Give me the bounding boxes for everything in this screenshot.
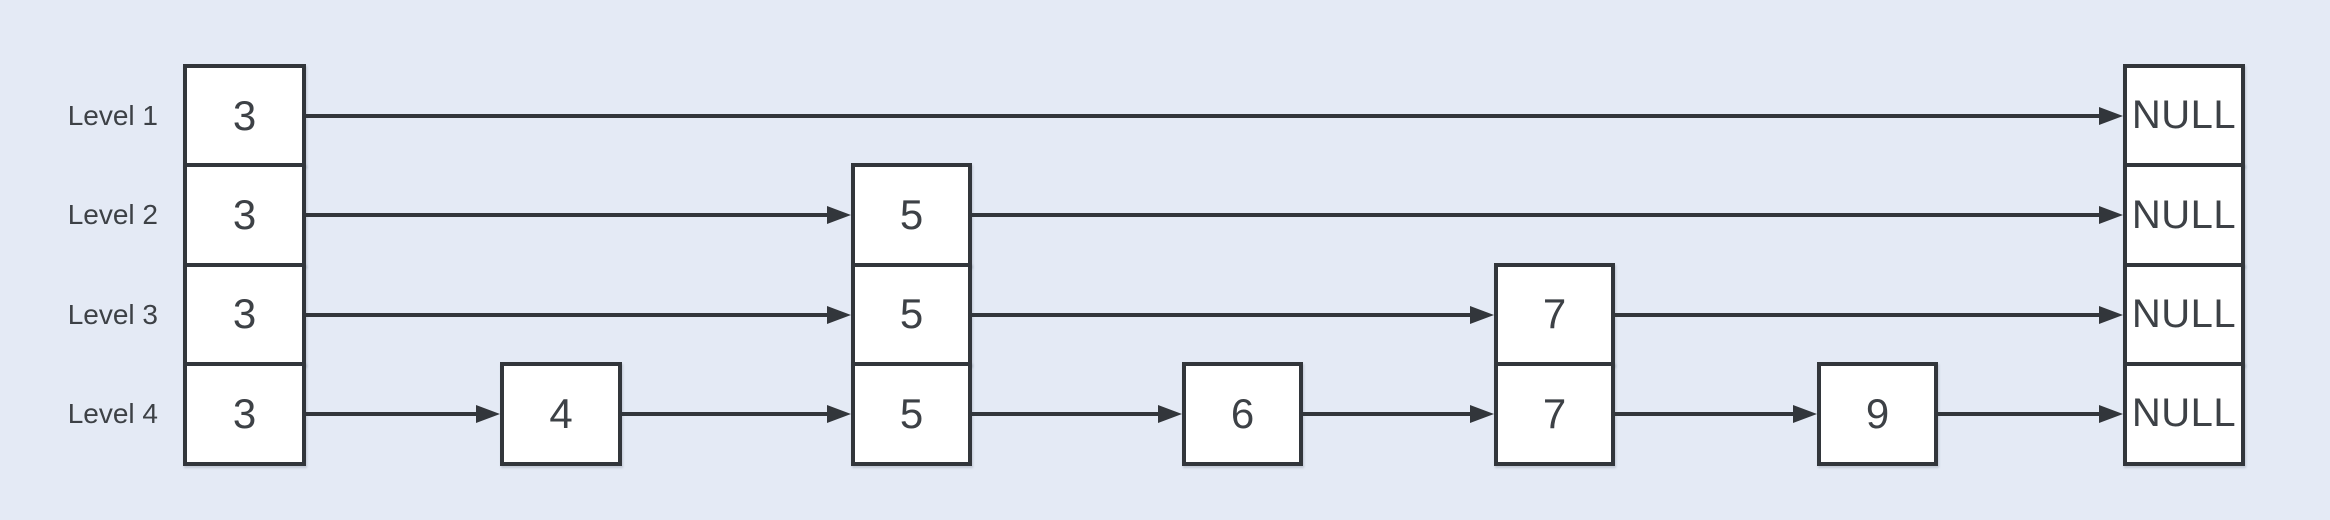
node-5-level-2: 5 [851, 163, 972, 267]
pointer-arrow-line [306, 411, 482, 416]
node-4-level-4: 4 [500, 362, 622, 466]
null-node: NULL [2123, 163, 2245, 267]
pointer-arrow-line [622, 411, 833, 416]
node-3-level-2: 3 [183, 163, 306, 267]
null-node: NULL [2123, 64, 2245, 168]
node-3-level-3: 3 [183, 262, 306, 367]
level-label: Level 4 [67, 397, 158, 429]
pointer-arrow-line [1938, 411, 2105, 416]
node-6-level-4: 6 [1182, 362, 1303, 466]
pointer-arrow-line [1303, 411, 1476, 416]
arrow-head-icon [1470, 305, 1494, 324]
node-3-level-1: 3 [183, 64, 306, 168]
arrow-head-icon [827, 206, 851, 225]
level-label: Level 1 [67, 99, 158, 131]
pointer-arrow-line [306, 312, 833, 317]
node-5-level-3: 5 [851, 262, 972, 367]
level-label: Level 3 [67, 298, 158, 330]
node-7-level-4: 7 [1494, 362, 1615, 466]
pointer-arrow-line [972, 213, 2105, 218]
null-node: NULL [2123, 262, 2245, 367]
arrow-head-icon [1470, 404, 1494, 423]
arrow-head-icon [827, 404, 851, 423]
arrow-head-icon [1793, 404, 1817, 423]
level-label: Level 2 [67, 199, 158, 231]
arrow-head-icon [2099, 305, 2123, 324]
arrow-head-icon [2099, 404, 2123, 423]
pointer-arrow-line [972, 411, 1164, 416]
pointer-arrow-line [306, 113, 2105, 118]
arrow-head-icon [2099, 106, 2123, 125]
node-5-level-4: 5 [851, 362, 972, 466]
arrow-head-icon [476, 404, 500, 423]
node-9-level-4: 9 [1817, 362, 1938, 466]
arrow-head-icon [827, 305, 851, 324]
null-node: NULL [2123, 362, 2245, 466]
node-7-level-3: 7 [1494, 262, 1615, 367]
pointer-arrow-line [306, 213, 833, 218]
arrow-head-icon [2099, 206, 2123, 225]
arrow-head-icon [1158, 404, 1182, 423]
pointer-arrow-line [1615, 411, 1799, 416]
pointer-arrow-line [972, 312, 1476, 317]
node-3-level-4: 3 [183, 362, 306, 466]
pointer-arrow-line [1615, 312, 2105, 317]
